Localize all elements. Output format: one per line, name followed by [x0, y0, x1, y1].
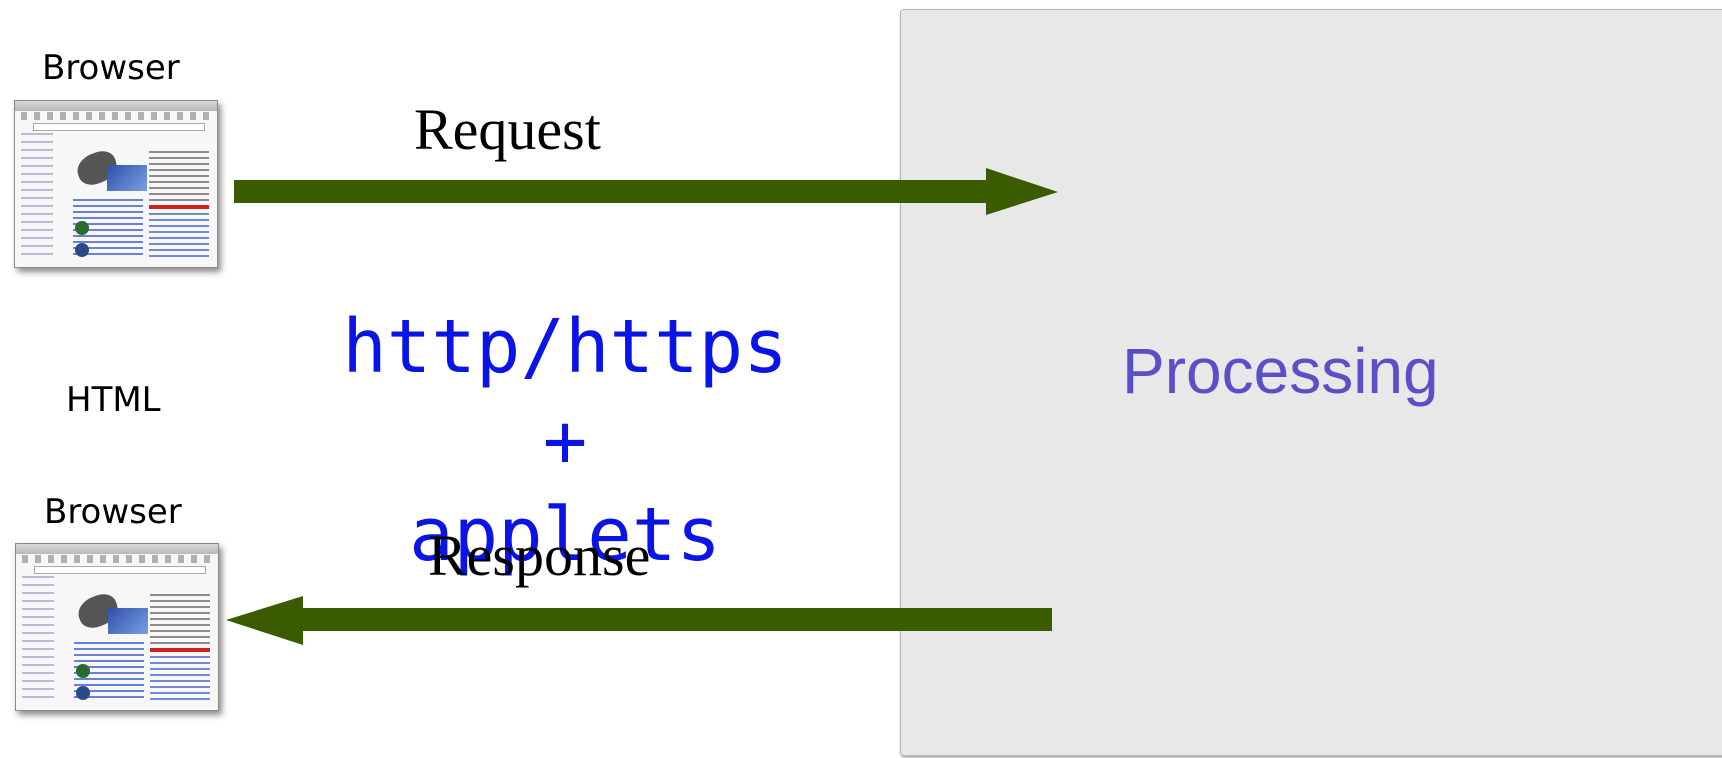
browser-top-icon: [14, 100, 218, 268]
response-label: Response: [428, 523, 651, 588]
request-label: Request: [414, 97, 601, 162]
browser-top-label: Browser: [42, 48, 180, 88]
browser-bottom-icon: [15, 543, 219, 711]
html-label: HTML: [66, 380, 161, 420]
protocol-line-1: http/https +: [342, 304, 788, 484]
request-arrow-icon: [234, 168, 1058, 215]
browser-bottom-label: Browser: [44, 492, 182, 532]
protocol-label: http/https + applets: [300, 300, 830, 582]
server-box: [900, 9, 1722, 756]
response-arrow-icon: [226, 596, 1052, 645]
processing-label: Processing: [1122, 335, 1439, 407]
protocol-line-2: applets: [409, 492, 721, 578]
